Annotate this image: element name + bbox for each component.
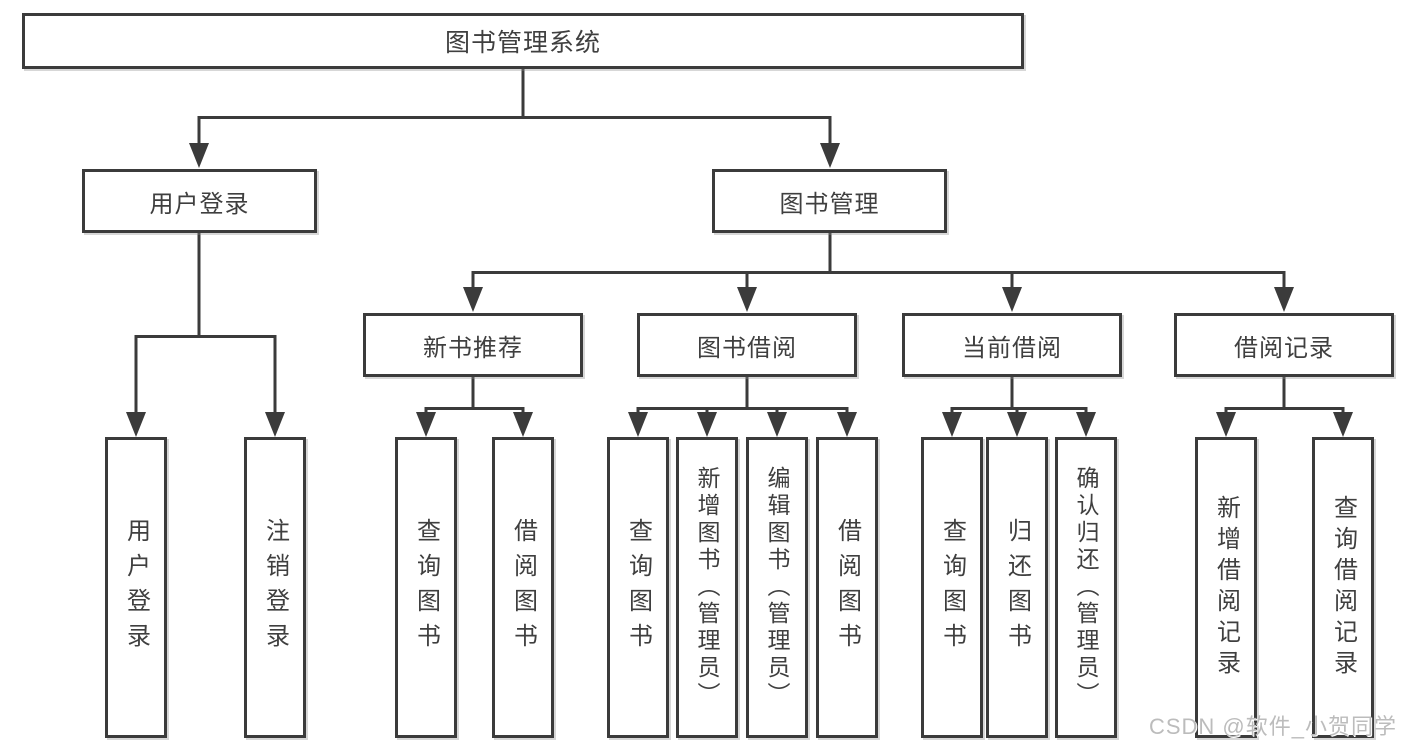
node-user-login: 用户登录 (82, 169, 317, 233)
node-borrow-records: 借阅记录 (1174, 313, 1394, 377)
node-book-management: 图书管理 (712, 169, 947, 233)
leaf-logout: 注销登录 (244, 437, 306, 738)
node-library-system: 图书管理系统 (22, 13, 1024, 69)
leaf-query-borrow-record: 查询借阅记录 (1312, 437, 1374, 738)
leaf-add-borrow-record: 新增借阅记录 (1195, 437, 1257, 738)
watermark: CSDN @软件_小贺同学 (1148, 714, 1397, 739)
leaf-query-books-2: 查询图书 (607, 437, 669, 738)
node-new-book-recommend: 新书推荐 (363, 313, 583, 377)
leaf-user-login: 用户登录 (105, 437, 167, 738)
leaf-query-books-1: 查询图书 (395, 437, 457, 738)
node-book-borrowing: 图书借阅 (637, 313, 857, 377)
leaf-query-books-3: 查询图书 (921, 437, 983, 738)
leaf-edit-book-admin: 编辑图书（管理员） (746, 437, 808, 738)
leaf-return-books: 归还图书 (986, 437, 1048, 738)
node-current-borrowing: 当前借阅 (902, 313, 1122, 377)
leaf-borrow-books-1: 借阅图书 (492, 437, 554, 738)
leaf-add-book-admin: 新增图书（管理员） (676, 437, 738, 738)
leaf-confirm-return-admin: 确认归还（管理员） (1055, 437, 1117, 738)
leaf-borrow-books-2: 借阅图书 (816, 437, 878, 738)
